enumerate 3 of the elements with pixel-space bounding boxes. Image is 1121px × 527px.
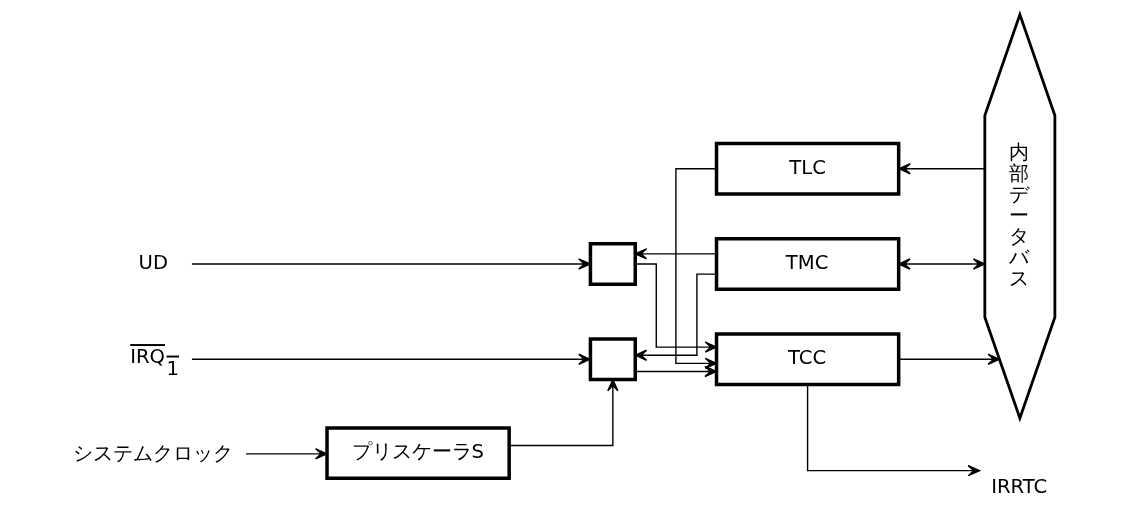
node-text: IRRTC [990,474,1047,498]
node-text: システムクロック [72,441,233,465]
node-text: UD [138,250,168,274]
